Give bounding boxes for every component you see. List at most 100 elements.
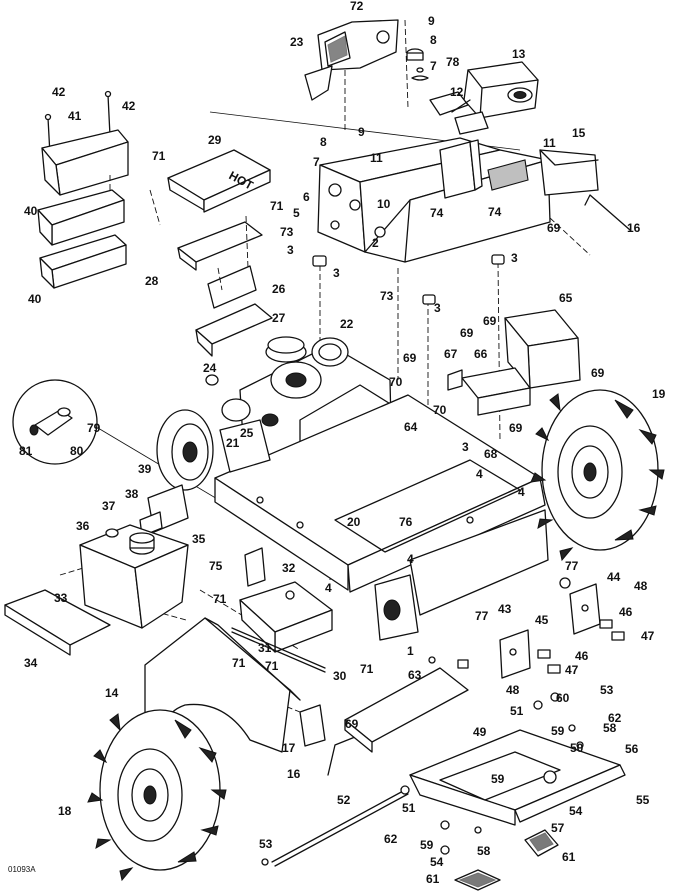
callout-49: 49 [473, 725, 487, 739]
callout-36: 36 [76, 519, 90, 533]
callout-64: 64 [404, 420, 418, 434]
callout-33: 33 [54, 591, 68, 605]
shield-set-40-41 [37, 90, 129, 289]
callout-58: 58 [477, 844, 491, 858]
control-rod-52 [271, 789, 406, 863]
callout-48: 48 [506, 683, 520, 697]
callout-71: 71 [213, 592, 227, 606]
callout-3: 3 [511, 251, 518, 265]
callout-62: 62 [608, 711, 622, 725]
callout-7: 7 [430, 59, 437, 73]
callout-28: 28 [145, 274, 159, 288]
callout-58: 58 [603, 721, 617, 735]
callout-9: 9 [428, 14, 435, 28]
callout-6: 6 [303, 190, 310, 204]
callout-8: 8 [430, 33, 437, 47]
callout-78: 78 [446, 55, 460, 69]
fasteners [261, 590, 584, 866]
callout-61: 61 [562, 850, 576, 864]
callout-71: 71 [270, 199, 284, 213]
figure-id: 01093A [8, 865, 36, 874]
callout-51: 51 [510, 704, 524, 718]
callout-39: 39 [138, 462, 152, 476]
callout-59: 59 [551, 724, 565, 738]
callout-46: 46 [575, 649, 589, 663]
callout-53: 53 [600, 683, 614, 697]
callout-11: 11 [370, 151, 383, 165]
callout-4: 4 [476, 467, 483, 481]
callout-30: 30 [333, 669, 347, 683]
callout-79: 79 [87, 421, 101, 435]
callout-2: 2 [372, 236, 379, 250]
callout-76: 76 [399, 515, 413, 529]
callout-71: 71 [360, 662, 374, 676]
callout-5: 5 [293, 206, 300, 220]
callout-69: 69 [547, 221, 561, 235]
pedal-brackets-43-44 [457, 577, 625, 679]
callout-13: 13 [512, 47, 526, 61]
callout-23: 23 [290, 35, 304, 49]
callout-54: 54 [430, 855, 444, 869]
callout-67: 67 [444, 347, 458, 361]
heat-shields-26-28 [177, 215, 273, 357]
callout-7: 7 [313, 155, 320, 169]
callout-52: 52 [337, 793, 351, 807]
deck-shield-63 [344, 667, 469, 753]
callout-70: 70 [433, 403, 447, 417]
wheel-19 [530, 389, 665, 562]
callout-73: 73 [280, 225, 294, 239]
callout-29: 29 [208, 133, 222, 147]
callout-77: 77 [475, 609, 489, 623]
pedals-61 [454, 829, 559, 891]
callout-72: 72 [350, 0, 364, 13]
callout-48: 48 [634, 579, 648, 593]
callout-26: 26 [272, 282, 286, 296]
callout-80: 80 [70, 444, 84, 458]
callout-1: 1 [407, 644, 414, 658]
callout-77: 77 [565, 559, 579, 573]
battery-box-65 [447, 309, 581, 416]
callout-60: 60 [556, 691, 570, 705]
callout-25: 25 [240, 426, 254, 440]
callout-47: 47 [565, 663, 579, 677]
main-frame-1 [214, 394, 549, 641]
spring-stack-top [406, 48, 429, 81]
callout-45: 45 [535, 613, 549, 627]
air-cleaner-13 [429, 61, 539, 119]
rod-16-upper [584, 194, 631, 231]
callout-66: 66 [474, 347, 488, 361]
callout-73: 73 [380, 289, 394, 303]
callout-8: 8 [320, 135, 327, 149]
callout-20: 20 [347, 515, 361, 529]
callout-81: 81 [19, 444, 33, 458]
engine-shroud-23 [304, 19, 399, 101]
callout-3: 3 [333, 266, 340, 280]
fuel-tank-33 [4, 484, 189, 656]
callout-69: 69 [591, 366, 605, 380]
callout-42: 42 [52, 85, 66, 99]
callout-16: 16 [627, 221, 641, 235]
callout-56: 56 [625, 742, 639, 756]
callout-22: 22 [340, 317, 354, 331]
callout-9: 9 [358, 125, 365, 139]
callout-40: 40 [28, 292, 42, 306]
callout-4: 4 [518, 485, 525, 499]
callout-27: 27 [272, 311, 286, 325]
upper-frame-2 [317, 99, 599, 263]
callout-69: 69 [483, 314, 497, 328]
callout-69: 69 [403, 351, 417, 365]
callout-74: 74 [430, 206, 444, 220]
callout-54: 54 [569, 804, 583, 818]
callout-43: 43 [498, 602, 512, 616]
callout-11: 11 [543, 136, 556, 150]
callout-55: 55 [636, 793, 650, 807]
callout-4: 4 [407, 552, 414, 566]
callout-63: 63 [408, 668, 422, 682]
callout-71: 71 [232, 656, 246, 670]
callout-61: 61 [426, 872, 440, 886]
callout-74: 74 [488, 205, 502, 219]
callout-44: 44 [607, 570, 621, 584]
callout-70: 70 [389, 375, 403, 389]
